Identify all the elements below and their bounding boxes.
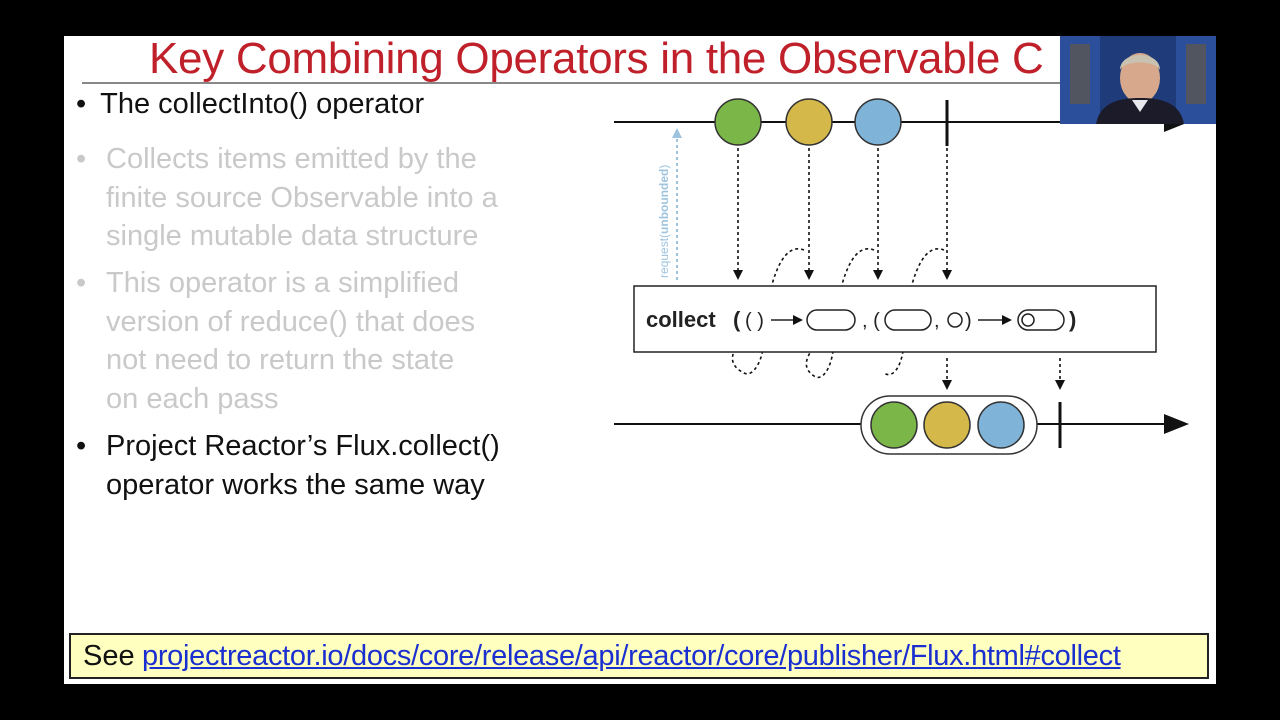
collected-yellow	[923, 401, 971, 449]
slide-title: Key Combining Operators in the Observabl…	[149, 36, 1044, 83]
sub-bullet-2: • This operator is a simplified version …	[76, 264, 476, 418]
marble-diagram: request(unbounded) collect ( ( ) , ( , )…	[614, 98, 1189, 455]
marble-green	[714, 98, 762, 146]
comma-open-paren: , (	[862, 310, 880, 332]
item-shape	[947, 312, 963, 328]
presenter-webcam	[1060, 36, 1216, 124]
collected-blue	[977, 401, 1025, 449]
reference-link[interactable]: projectreactor.io/docs/core/release/api/…	[142, 640, 1121, 672]
reference-link-bar: See projectreactor.io/docs/core/release/…	[69, 633, 1209, 679]
supplier-parens: ( )	[745, 310, 764, 332]
sub-bullet-1-line-2: finite source Observable into a	[106, 181, 498, 214]
sub-bullet-2-line-2: version of reduce() that does	[106, 305, 476, 338]
collected-green	[870, 401, 918, 449]
operator-open-paren: (	[733, 307, 741, 332]
sub-bullet-1-line-3: single mutable data structure	[106, 220, 479, 252]
container-shape-1	[806, 309, 856, 331]
sub-bullet-2-line-1: This operator is a simplified	[106, 267, 459, 299]
slide: Key Combining Operators in the Observabl…	[64, 36, 1216, 684]
bullet-dot: •	[76, 88, 87, 120]
container-item-shape	[1021, 313, 1035, 327]
request-label: request(unbounded)	[657, 165, 671, 278]
marble-yellow	[785, 98, 833, 146]
sub-bullet-2-line-4: on each pass	[106, 382, 279, 415]
bullet-main-text: The collectInto() operator	[100, 88, 425, 120]
bullet-dot: •	[76, 143, 87, 175]
sub-bullet-3: • Project Reactor’s Flux.collect() opera…	[76, 427, 500, 504]
operator-close-paren: )	[1069, 307, 1076, 332]
container-shape-2	[884, 309, 932, 331]
marble-blue	[854, 98, 902, 146]
operator-label: collect	[646, 307, 716, 332]
bullet-main: • The collectInto() operator	[76, 88, 424, 121]
sub-bullet-3-line-2: operator works the same way	[106, 468, 485, 501]
bullet-dot: •	[76, 267, 87, 299]
see-label: See	[83, 640, 135, 672]
comma-sep: ,	[934, 310, 940, 332]
sub-bullet-1-line-1: Collects items emitted by the	[106, 143, 477, 175]
sub-bullet-3-line-1: Project Reactor’s Flux.collect()	[106, 430, 500, 462]
close-paren: )	[965, 310, 972, 332]
sub-bullet-1: • Collects items emitted by the finite s…	[76, 140, 498, 256]
bullet-dot: •	[76, 430, 87, 462]
accumulator-loop-2	[805, 248, 875, 379]
output-timeline-arrowhead	[1164, 414, 1189, 434]
title-divider	[82, 82, 1062, 84]
sub-bullet-2-line-3: not need to return the state	[106, 344, 455, 376]
